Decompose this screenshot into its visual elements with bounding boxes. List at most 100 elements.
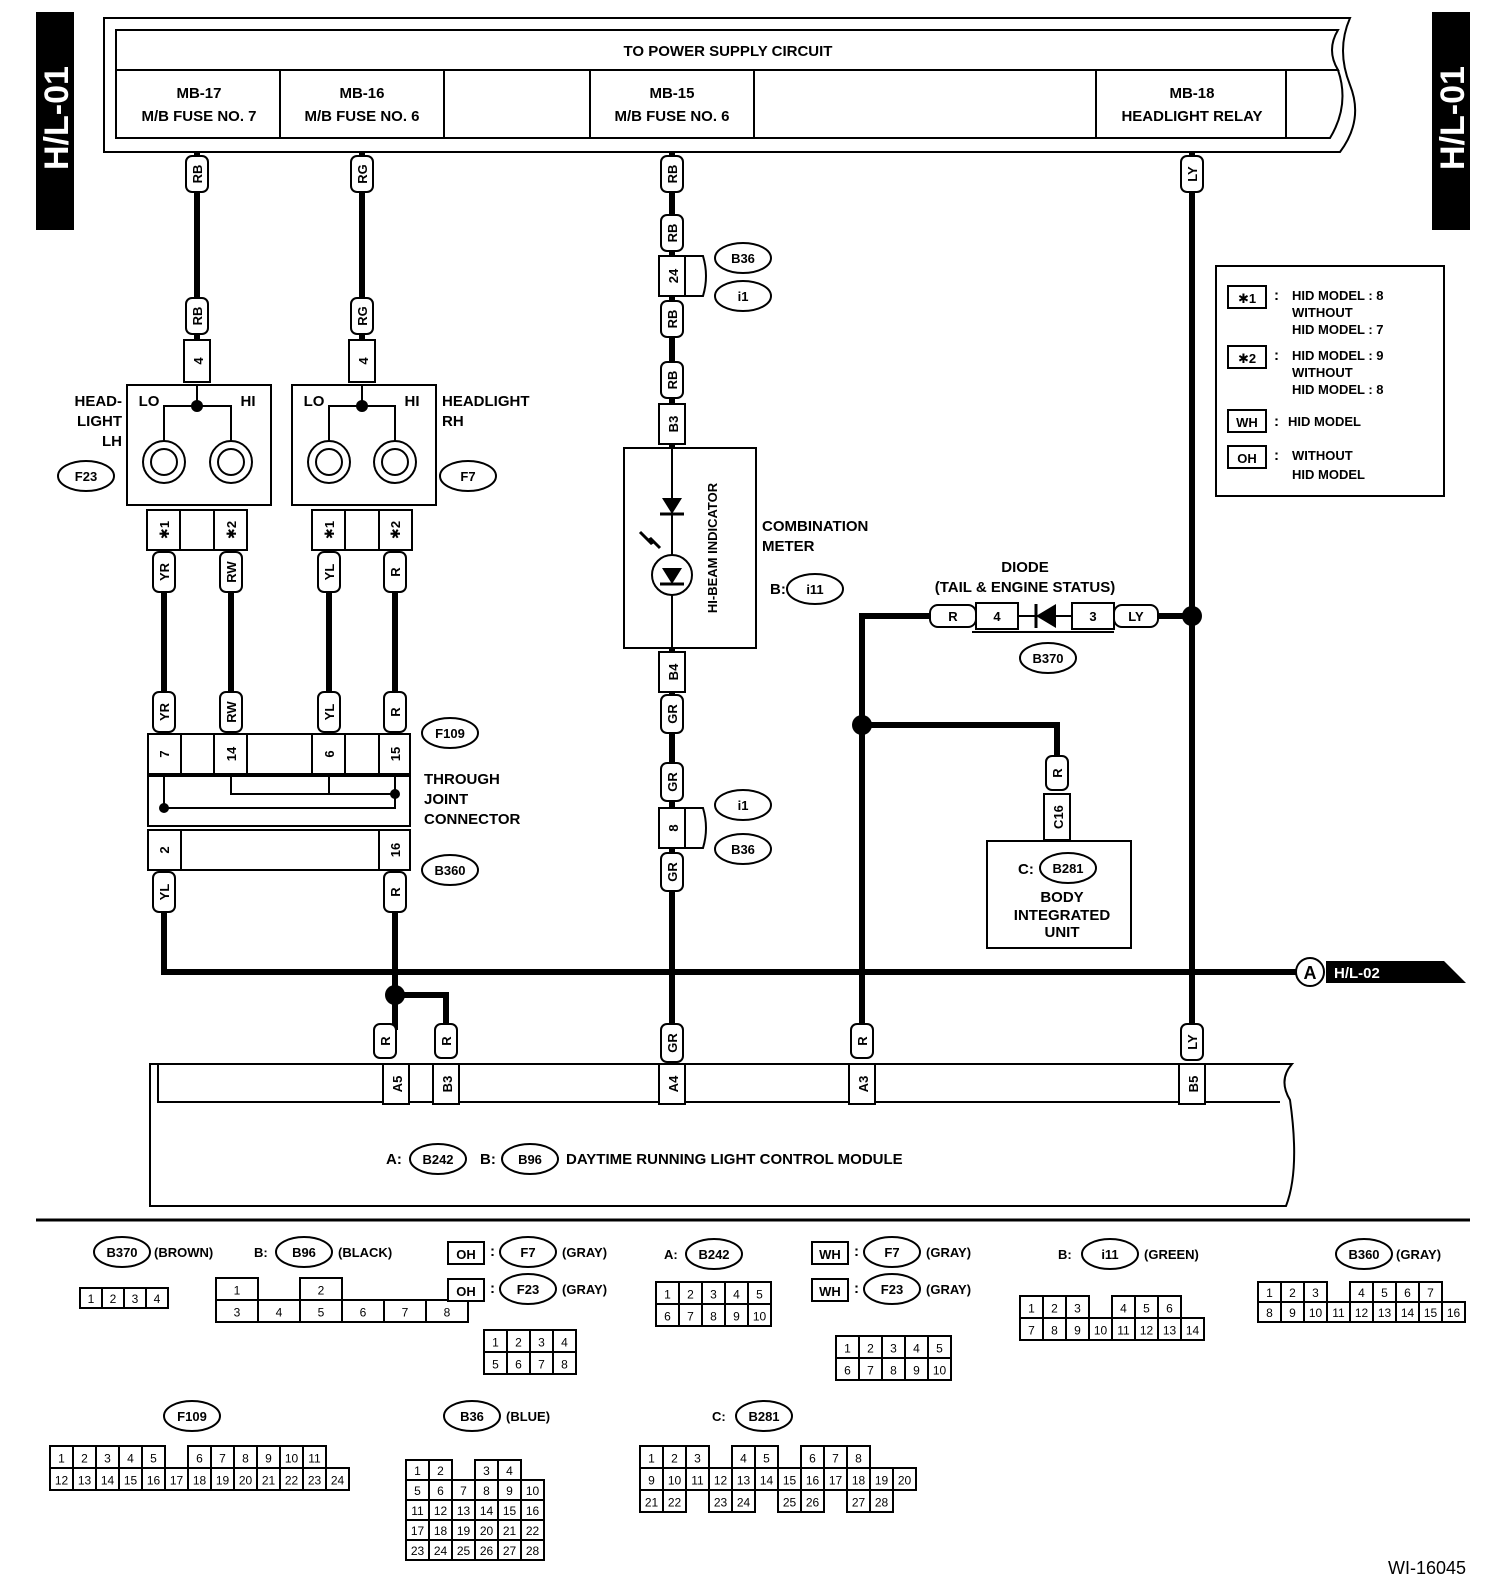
svg-text:B3: B3 xyxy=(666,416,681,433)
svg-text:C16: C16 xyxy=(1051,805,1066,829)
connector-pin-number: 8 xyxy=(483,1484,490,1498)
svg-text:A: A xyxy=(1304,963,1317,983)
svg-text:✱1: ✱1 xyxy=(1238,291,1256,306)
svg-text:GR: GR xyxy=(665,1033,680,1053)
svg-text:B96: B96 xyxy=(518,1152,542,1167)
connector-pin-number: 3 xyxy=(104,1452,111,1466)
svg-text:F7: F7 xyxy=(520,1245,535,1260)
svg-text:B36: B36 xyxy=(731,842,755,857)
connector-pin-number: 22 xyxy=(526,1524,540,1538)
connector-pin-number: 9 xyxy=(1074,1324,1081,1338)
connector-pin-number: 13 xyxy=(1163,1324,1177,1338)
connector-pin-number: 25 xyxy=(457,1544,471,1558)
connector-pin-number: 24 xyxy=(331,1474,345,1488)
connector-pin-number: 25 xyxy=(783,1496,797,1510)
connector-pin-number: 3 xyxy=(483,1464,490,1478)
svg-text::: : xyxy=(1274,347,1279,364)
connector-pin-number: 2 xyxy=(110,1292,117,1306)
svg-text:YL: YL xyxy=(322,564,337,581)
connector-pin-number: 9 xyxy=(265,1452,272,1466)
connector-pin-number: 5 xyxy=(1143,1302,1150,1316)
connector-pin-number: 1 xyxy=(664,1288,671,1302)
connector-pin-number: 4 xyxy=(127,1452,134,1466)
connector-pin-number: 24 xyxy=(434,1544,448,1558)
connector-pin-number: 7 xyxy=(402,1306,409,1320)
connector-pin-number: 15 xyxy=(503,1504,517,1518)
svg-text:MB-15: MB-15 xyxy=(649,85,694,102)
body-integrated-unit: R C16 C: B281 BODY INTEGRATED UNIT xyxy=(986,755,1132,949)
connector-pin-number: 2 xyxy=(1051,1302,1058,1316)
svg-text:RG: RG xyxy=(355,306,370,326)
connector-pin-number: 13 xyxy=(737,1474,751,1488)
svg-text:RH: RH xyxy=(442,413,464,430)
connector-pin-number: 27 xyxy=(852,1496,866,1510)
connector-pin-number: 14 xyxy=(1401,1306,1415,1320)
connector-pin-number: 6 xyxy=(1166,1302,1173,1316)
svg-text::: : xyxy=(854,1280,859,1297)
svg-text:B281: B281 xyxy=(1052,861,1083,876)
svg-text:HI-BEAM INDICATOR: HI-BEAM INDICATOR xyxy=(705,482,720,613)
connector-pin-number: 5 xyxy=(492,1358,499,1372)
svg-text:A:: A: xyxy=(386,1151,402,1168)
svg-text:INTEGRATED: INTEGRATED xyxy=(1014,907,1111,924)
svg-text:LO: LO xyxy=(139,393,160,410)
connector-pin-number: 28 xyxy=(875,1496,889,1510)
connector-pin-number: 9 xyxy=(506,1484,513,1498)
svg-text:H/L-01: H/L-01 xyxy=(38,66,76,170)
svg-text:B242: B242 xyxy=(698,1247,729,1262)
connector-pin-number: 19 xyxy=(875,1474,889,1488)
svg-text:B360: B360 xyxy=(434,863,465,878)
svg-text:HID MODEL : 8: HID MODEL : 8 xyxy=(1292,382,1384,397)
svg-text::: : xyxy=(854,1243,859,1260)
svg-text:RB: RB xyxy=(665,371,680,390)
svg-text:B4: B4 xyxy=(666,663,681,680)
svg-text:LIGHT: LIGHT xyxy=(77,413,122,430)
svg-text:(GRAY): (GRAY) xyxy=(562,1282,607,1297)
svg-text:R: R xyxy=(948,609,958,624)
connector-pin-number: 4 xyxy=(154,1292,161,1306)
svg-text:LO: LO xyxy=(304,393,325,410)
connector-pin-number: 18 xyxy=(852,1474,866,1488)
connector-pin-number: 1 xyxy=(648,1452,655,1466)
connector-pin-number: 7 xyxy=(832,1452,839,1466)
svg-text:R: R xyxy=(855,1036,870,1046)
connector-pin-number: 2 xyxy=(687,1288,694,1302)
connector-pin-number: 10 xyxy=(1094,1324,1108,1338)
svg-text:LY: LY xyxy=(1185,1034,1200,1050)
svg-text:F109: F109 xyxy=(435,726,465,741)
headlight-lh: RB 4 LO HI HEAD- LIGHT LH F23 ✱1 ✱2 YR R… xyxy=(57,297,272,593)
connector-pin-number: 6 xyxy=(360,1306,367,1320)
svg-text:HID MODEL : 8: HID MODEL : 8 xyxy=(1292,288,1384,303)
connector-pin-number: 4 xyxy=(506,1464,513,1478)
svg-text:YL: YL xyxy=(322,704,337,721)
svg-text:B96: B96 xyxy=(292,1245,316,1260)
connector-pin-number: 22 xyxy=(668,1496,682,1510)
svg-text:i11: i11 xyxy=(1101,1247,1118,1262)
connector-pin-number: 10 xyxy=(285,1452,299,1466)
connector-pin-number: 1 xyxy=(88,1292,95,1306)
connector-pin-number: 21 xyxy=(503,1524,517,1538)
svg-text:RW: RW xyxy=(224,561,239,583)
figure-id: WI-16045 xyxy=(1388,1558,1466,1578)
connector-pin-number: 23 xyxy=(308,1474,322,1488)
offpage-connector: A H/L-02 xyxy=(1295,957,1466,987)
svg-text:HI: HI xyxy=(241,393,256,410)
connector-pin-cell xyxy=(731,1489,756,1513)
svg-text:COMBINATION: COMBINATION xyxy=(762,518,868,535)
page-tag-right: H/L-01 xyxy=(1432,12,1472,230)
connector-pin-number: 3 xyxy=(538,1336,545,1350)
connector-pin-number: 4 xyxy=(276,1306,283,1320)
svg-text:METER: METER xyxy=(762,538,815,555)
svg-text:HEAD-: HEAD- xyxy=(75,393,123,410)
connector-pin-number: 16 xyxy=(526,1504,540,1518)
svg-text:B3: B3 xyxy=(440,1076,455,1093)
svg-text:HID MODEL : 7: HID MODEL : 7 xyxy=(1292,322,1384,337)
connector-pin-number: 7 xyxy=(1028,1324,1035,1338)
svg-text:3: 3 xyxy=(1089,609,1096,624)
svg-text:B281: B281 xyxy=(748,1409,779,1424)
connector-pin-cell xyxy=(145,1287,169,1309)
svg-text:THROUGH: THROUGH xyxy=(424,771,500,788)
connector-pin-cell xyxy=(1180,1317,1205,1341)
